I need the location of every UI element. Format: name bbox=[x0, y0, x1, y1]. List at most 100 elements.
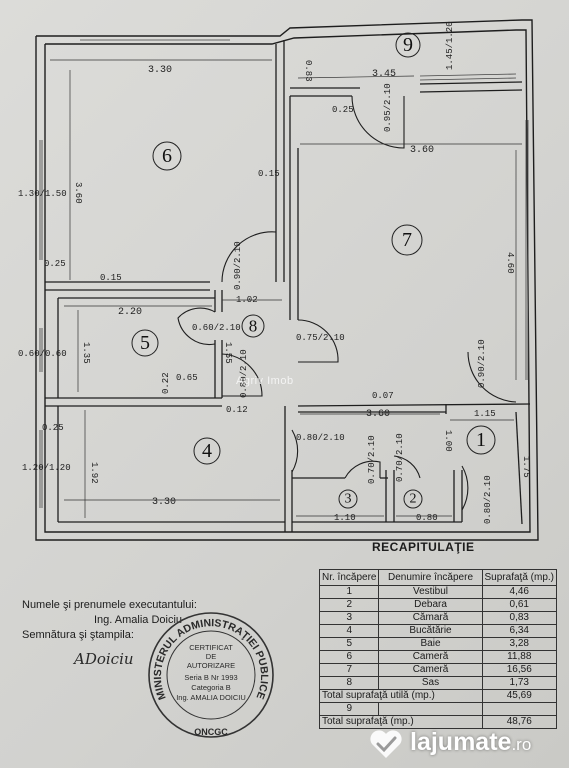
room-5-circle bbox=[131, 329, 159, 357]
row-name: Vestibul bbox=[378, 585, 483, 599]
recap-title: RECAPITULAŢIE bbox=[372, 540, 475, 554]
dim-r4-small: 0.12 bbox=[226, 405, 248, 415]
row-area: 3,28 bbox=[481, 637, 558, 651]
row-nr: 9 bbox=[318, 702, 380, 716]
dim-r1-height: 1.00 bbox=[443, 430, 453, 452]
row-nr: 6 bbox=[318, 650, 380, 664]
dim-r8-top: 1.02 bbox=[236, 295, 258, 305]
dim-r8-door-b: 0.75/2.10 bbox=[296, 333, 345, 343]
stamp-line-4: Seria B Nr 1993 bbox=[184, 673, 237, 682]
row-nr: 3 bbox=[318, 611, 380, 625]
row-area: 11,88 bbox=[481, 650, 558, 664]
dim-wall-a: 0.25 bbox=[44, 259, 66, 269]
dim-window-1: 1.30/1.50 bbox=[18, 189, 67, 199]
room-2-circle bbox=[403, 489, 423, 509]
dim-r6-corner: 0.15 bbox=[100, 273, 122, 283]
room-9-number: 9 bbox=[403, 34, 413, 56]
dimension-labels: 3.30 3.60 0.15 0.15 0.83 3.45 1.45/1.20 … bbox=[18, 21, 531, 524]
dim-r7-width: 3.60 bbox=[410, 145, 434, 156]
dim-r1-width: 3.60 bbox=[366, 409, 390, 420]
dim-r7-door: 0.90/2.10 bbox=[477, 339, 487, 388]
stamp-line-1: CERTIFICAT bbox=[189, 643, 233, 652]
dim-r1-width2: 1.15 bbox=[474, 409, 496, 419]
room-5-number: 5 bbox=[140, 332, 150, 354]
dim-r1-small: 0.07 bbox=[372, 391, 394, 401]
dim-r4-door: 0.80/2.10 bbox=[296, 433, 345, 443]
row-name: Cameră bbox=[378, 650, 483, 664]
stamp-line-2: DE bbox=[206, 652, 216, 661]
row-area bbox=[481, 702, 558, 716]
brand-name: lajumate.ro bbox=[410, 728, 531, 757]
room-8-number: 8 bbox=[249, 317, 258, 336]
dim-r3-door: 0.70/2.10 bbox=[367, 435, 377, 484]
official-stamp: MINISTERUL ADMINISTRAŢIEI PUBLICE ONCGC … bbox=[144, 608, 278, 742]
interior-walls bbox=[45, 40, 531, 532]
stamp-bottom-text: ONCGC bbox=[194, 727, 228, 737]
row-name: Bucătărie bbox=[378, 624, 483, 638]
row-name bbox=[378, 702, 483, 716]
total-row: Total suprafaţă (mp.)48,76 bbox=[319, 715, 558, 729]
room-4-number: 4 bbox=[202, 440, 212, 462]
room-3-circle bbox=[338, 489, 358, 509]
row-name: Cameră bbox=[378, 663, 483, 677]
room-6-circle bbox=[152, 141, 182, 171]
room-9-circle bbox=[395, 32, 421, 58]
dim-r8-door-a: 0.90/2.10 bbox=[233, 241, 243, 290]
dim-r6-height: 3.60 bbox=[73, 182, 83, 204]
dim-r8-side: 1.55 bbox=[223, 342, 233, 364]
executant-name: Ing. Amalia Doiciu bbox=[94, 614, 183, 626]
dim-r7-height: 4.60 bbox=[505, 252, 515, 274]
dim-window-2: 0.60/0.60 bbox=[18, 349, 67, 359]
stamp-line-3: AUTORIZARE bbox=[187, 661, 235, 670]
dim-r3-width: 1.10 bbox=[334, 513, 356, 523]
dim-r9-opening: 0.95/2.10 bbox=[383, 83, 393, 132]
room-7-number: 7 bbox=[402, 229, 412, 251]
total-util-row: Total suprafaţă utilă (mp.)45,69 bbox=[319, 689, 558, 703]
dim-r1-height2: 1.75 bbox=[521, 456, 531, 478]
brand-name-text: lajumate bbox=[410, 728, 512, 756]
dim-r9-height: 0.83 bbox=[303, 60, 313, 82]
row-name: Cămară bbox=[378, 611, 483, 625]
room-1-number: 1 bbox=[476, 429, 486, 451]
room-1-circle bbox=[466, 425, 496, 455]
dim-r6-wall: 0.15 bbox=[258, 169, 280, 179]
dim-r5-width: 2.20 bbox=[118, 307, 142, 318]
room-2-number: 2 bbox=[410, 492, 417, 507]
stamp-graphic: MINISTERUL ADMINISTRAŢIEI PUBLICE ONCGC … bbox=[148, 612, 274, 738]
room-3-number: 3 bbox=[345, 492, 352, 507]
recap-table: Nr. încăpere Denumire încăpere Suprafaţă… bbox=[318, 569, 558, 729]
brand-watermark: lajumate.ro bbox=[366, 726, 566, 762]
executant-block: Numele şi prenumele executantului: Ing. … bbox=[22, 598, 197, 643]
row-area: 6,34 bbox=[481, 624, 558, 638]
signature-label: Semnătura şi ştampila: bbox=[22, 629, 134, 641]
brand-tld: .ro bbox=[511, 735, 532, 754]
outer-walls bbox=[35, 19, 539, 541]
row-nr: 1 bbox=[318, 585, 380, 599]
row-area: 4,46 bbox=[481, 585, 558, 599]
row-area: 0,83 bbox=[481, 611, 558, 625]
dim-r4-height: 1.92 bbox=[89, 462, 99, 484]
dim-r4-width: 3.30 bbox=[152, 497, 176, 508]
room-6-number: 6 bbox=[162, 145, 172, 167]
dim-r6-width: 3.30 bbox=[148, 65, 172, 76]
dim-r9-width: 3.45 bbox=[372, 69, 396, 80]
col-nr-header: Nr. încăpere bbox=[318, 569, 380, 586]
row-nr: 8 bbox=[318, 676, 380, 690]
room-labels: 6 9 7 8 5 4 1 3 2 bbox=[131, 32, 496, 509]
row-nr: 5 bbox=[318, 637, 380, 651]
row-nr: 4 bbox=[318, 624, 380, 638]
row-name: Baie bbox=[378, 637, 483, 651]
windows bbox=[39, 39, 529, 508]
brand-heart-check-icon bbox=[370, 730, 402, 758]
dim-r2-width: 0.80 bbox=[416, 513, 438, 523]
dim-r1-door: 0.80/2.10 bbox=[483, 475, 493, 524]
